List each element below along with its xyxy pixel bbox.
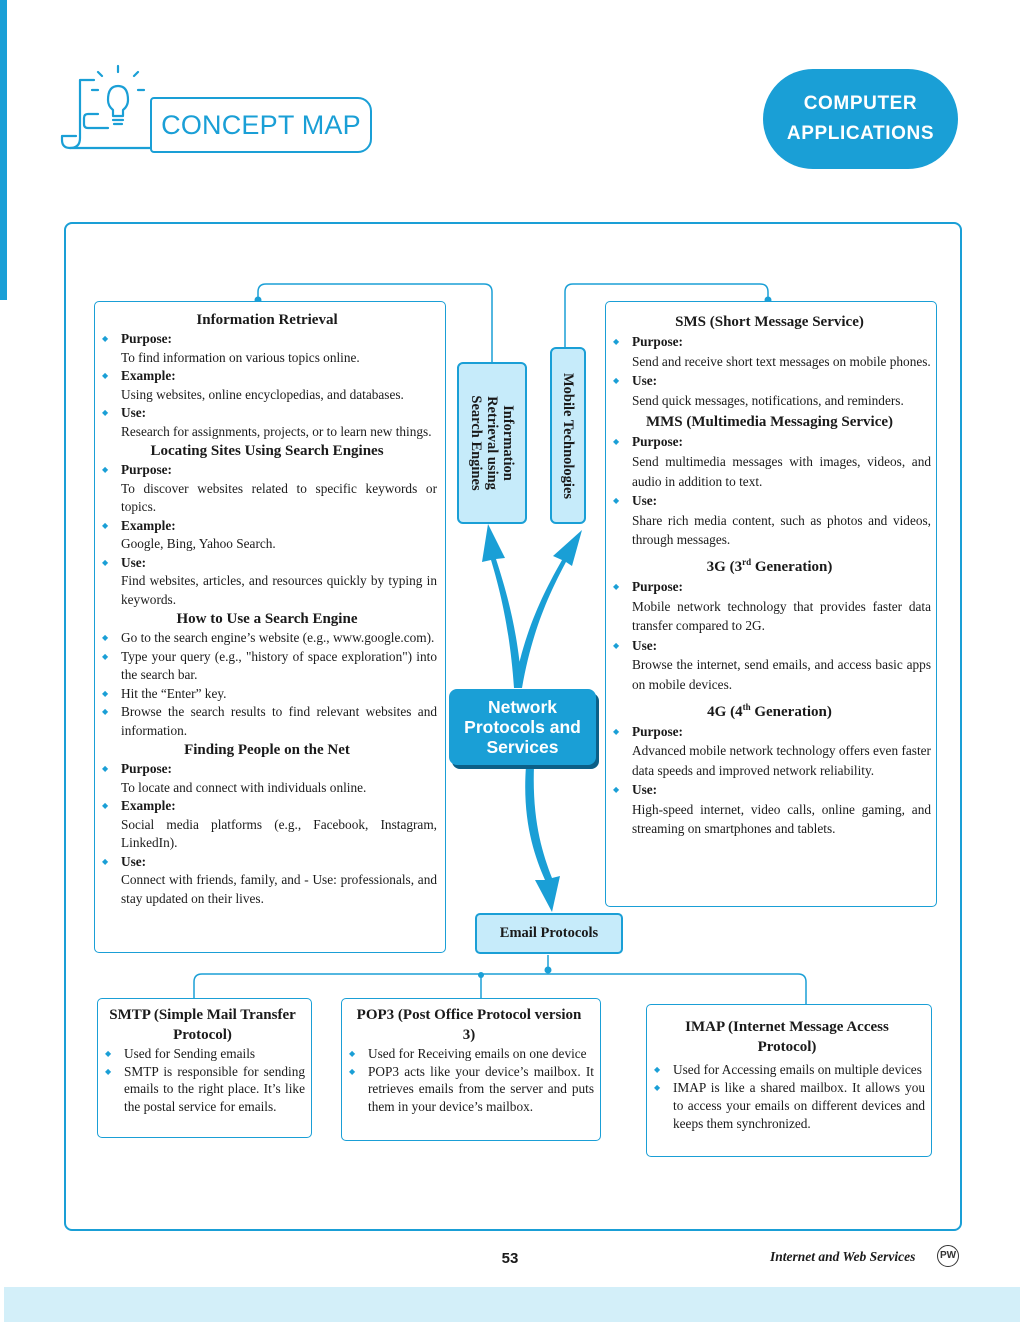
how-step-1: Go to the search engine’s website (e.g.,… [97,629,437,648]
info-retrieval-node-label: Information Retrieval using Search Engin… [468,395,516,491]
g4-purpose-label: Purpose: [608,722,931,742]
mms-purpose-label: Purpose: [608,432,931,452]
subject-line-2: APPLICATIONS [786,123,935,144]
imap-point-2: IMAP is like a shared mailbox. It allows… [649,1079,925,1133]
g4-purpose: Advanced mobile network technology offer… [632,743,931,778]
g4-use: High-speed internet, video calls, online… [632,801,931,837]
info-retrieval-node: Information Retrieval using Search Engin… [457,362,527,524]
loc-example-label: Example: [97,517,437,536]
page-number: 53 [501,1250,519,1267]
fp-purpose-label: Purpose: [97,760,437,779]
how-title: How to Use a Search Engine [176,611,358,627]
ir-example-label: Example: [97,367,437,386]
mms-use-label: Use: [608,491,931,511]
smtp-point-1: Used for Sending emails [100,1045,305,1063]
loc-use: Find websites, articles, and resources q… [121,573,437,607]
pop3-title: POP3 (Post Office Protocol version 3) [356,1007,582,1043]
g3-title: 3G (3rd Generation) [706,556,833,575]
imap-box: IMAP (Internet Message Access Protocol) … [646,1004,932,1157]
g4-use-label: Use: [608,780,931,800]
sms-purpose-label: Purpose: [608,332,931,352]
loc-purpose-label: Purpose: [97,461,437,480]
subject-badge: COMPUTER APPLICATIONS [763,69,958,169]
pop3-point-2: POP3 acts like your device’s mailbox. It… [344,1063,594,1116]
pop3-point-1: Used for Receiving emails on one device [344,1045,594,1063]
mobile-tech-node-label: Mobile Technologies [560,372,576,499]
email-protocols-node: Email Protocols [475,913,623,954]
ir-purpose: To find information on various topics on… [121,349,360,365]
ir-title: Information Retrieval [196,312,338,328]
mms-purpose: Send multimedia messages with images, vi… [632,453,931,489]
imap-title: IMAP (Internet Message Access Protocol) [685,1019,889,1055]
mms-use: Share rich media content, such as photos… [632,512,931,548]
sms-use: Send quick messages, notifications, and … [632,392,904,408]
concept-map-title: CONCEPT MAP [161,109,361,140]
g3-use-label: Use: [608,636,931,656]
publisher-logo-icon: PW [937,1245,959,1267]
g3-purpose-label: Purpose: [608,577,931,597]
fp-title: Finding People on the Net [184,742,350,758]
subject-line-1: COMPUTER [803,93,918,114]
loc-title: Locating Sites Using Search Engines [150,443,384,459]
loc-example: Google, Bing, Yahoo Search. [121,536,276,551]
g4-title: 4G (4th Generation) [707,701,832,720]
loc-purpose: To discover websites related to specific… [121,480,437,515]
fp-example-label: Example: [97,797,437,816]
ir-use: Research for assignments, projects, or t… [121,423,432,439]
sms-use-label: Use: [608,371,931,391]
sms-title: SMS (Short Message Service) [675,314,864,330]
lightbulb-scroll-icon [60,64,156,150]
bottom-band [4,1287,1020,1322]
sms-purpose: Send and receive short text messages on … [632,353,931,369]
smtp-point-2: SMTP is responsible for sending emails t… [100,1063,305,1116]
fp-example: Social media platforms (e.g., Facebook, … [121,816,437,851]
center-node: Network Protocols and Services [449,689,596,765]
right-mobile-panel: SMS (Short Message Service) Purpose: Sen… [605,301,937,907]
chapter-title: Internet and Web Services [770,1249,916,1264]
concept-map-badge: CONCEPT MAP [150,97,372,153]
concept-map-frame [64,222,962,1231]
fp-use: Connect with friends, family, and - Use:… [121,872,437,906]
g3-use: Browse the internet, send emails, and ac… [632,657,931,692]
smtp-box: SMTP (Simple Mail Transfer Protocol) Use… [97,998,312,1138]
g3-purpose: Mobile network technology that provides … [632,598,931,634]
how-step-2: Type your query (e.g., "history of space… [97,648,437,685]
loc-use-label: Use: [97,554,437,573]
smtp-title: SMTP (Simple Mail Transfer Protocol) [109,1007,296,1043]
fp-purpose: To locate and connect with individuals o… [121,779,367,795]
how-step-4: Browse the search results to find releva… [97,703,437,740]
ir-use-label: Use: [97,404,437,423]
left-edge-bar [0,0,7,300]
imap-point-1: Used for Accessing emails on multiple de… [649,1061,925,1079]
how-step-3: Hit the “Enter” key. [97,685,437,704]
pop3-box: POP3 (Post Office Protocol version 3) Us… [341,998,601,1141]
fp-use-label: Use: [97,853,437,872]
mobile-tech-node: Mobile Technologies [550,347,586,524]
left-info-panel: Information Retrieval Purpose: To find i… [94,301,446,953]
mms-title: MMS (Multimedia Messaging Service) [645,414,894,431]
ir-purpose-label: Purpose: [97,330,437,349]
ir-example: Using websites, online encyclopedias, an… [121,386,404,402]
